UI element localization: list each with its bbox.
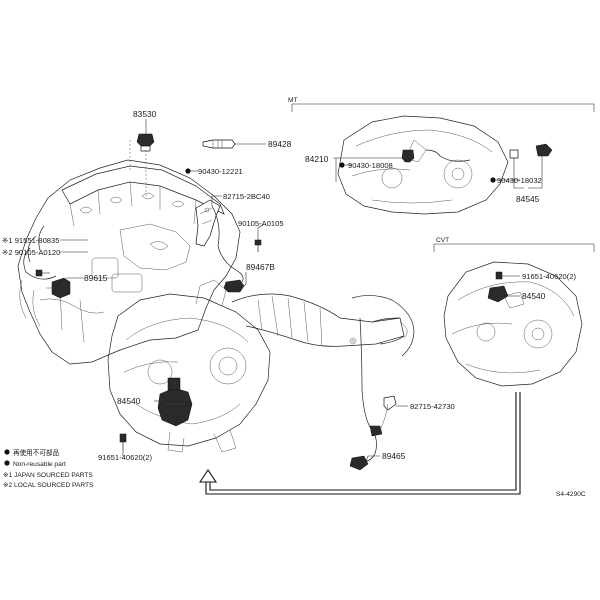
legend-dot-en	[4, 460, 10, 466]
legend: 再使用不可部品 Non-reusable part ※1 JAPAN SOURC…	[3, 448, 94, 489]
bracket-82715-2bc40	[195, 199, 237, 271]
part-83530-oil-pressure-switch	[136, 133, 155, 152]
legend-non-reusable: Non-reusable part	[13, 461, 66, 468]
label-84540-cvt: 84540	[522, 291, 546, 301]
label-84540-main: 84540	[117, 396, 141, 406]
label-89465: 89465	[382, 451, 406, 461]
legend-japan-sourced: ※1 JAPAN SOURCED PARTS	[3, 472, 93, 479]
bolt-90105-a0105	[254, 239, 262, 252]
label-90430-18032: 90430-18032	[497, 176, 542, 185]
label-84545: 84545	[516, 194, 540, 204]
label-89428: 89428	[268, 139, 292, 149]
gasket-90430-18032	[490, 177, 496, 183]
cvt-section: CVT	[433, 237, 595, 387]
sensor-89615	[46, 277, 71, 299]
solenoid-84540-cvt	[487, 285, 509, 303]
mt-section: MT	[288, 97, 595, 215]
switch-84545	[535, 143, 553, 157]
label-90105-a0105: 90105-A0105	[238, 219, 284, 228]
label-90430-12221: 90430-12221	[198, 167, 243, 176]
legend-non-reusable-jp: 再使用不可部品	[13, 448, 60, 457]
part-89428-temperature-sensor	[202, 139, 236, 149]
legend-local-sourced: ※2 LOCAL SOURCED PARTS	[3, 482, 94, 489]
cvt-reference-arrow	[198, 392, 521, 495]
label-83530: 83530	[133, 109, 157, 119]
gasket-90430-18008	[339, 162, 345, 168]
label-82715-42730: 82715-42730	[410, 402, 455, 411]
sensor-89467b	[223, 269, 245, 293]
speed-sensor-89465	[349, 317, 389, 471]
label-91551-80835: ※1 91551-80835	[2, 236, 59, 245]
label-91651-40620-main: 91651-40620(2)	[98, 453, 153, 462]
label-84210: 84210	[305, 154, 329, 164]
leader-lines	[42, 119, 543, 463]
label-89467b: 89467B	[246, 262, 275, 272]
clamp-82715-42730	[383, 395, 397, 411]
cvt-tag: CVT	[436, 237, 449, 244]
part-labels: 83530 89428 90430-12221 82715-2BC40 9010…	[2, 109, 577, 462]
legend-dot-jp	[4, 449, 10, 455]
bolt-91651-40620-main	[119, 433, 127, 450]
label-90105-a0120: ※2 90105-A0120	[2, 248, 60, 257]
label-91651-40620-cvt: 91651-40620(2)	[522, 272, 577, 281]
label-89615: 89615	[84, 273, 108, 283]
mt-tag: MT	[288, 97, 298, 104]
engine-assembly-drawing	[17, 159, 415, 453]
figure-id: S4-4290C	[556, 491, 586, 498]
solenoid-84540-main	[157, 377, 193, 427]
label-90430-18008: 90430-18008	[348, 161, 393, 170]
gasket-ring-mt	[509, 149, 519, 159]
label-82715-2bc40: 82715-2BC40	[223, 192, 270, 201]
bolt-91551-80835	[35, 269, 43, 277]
gasket-90430-12221	[185, 168, 191, 174]
bolt-91651-40620-cvt	[495, 271, 503, 280]
